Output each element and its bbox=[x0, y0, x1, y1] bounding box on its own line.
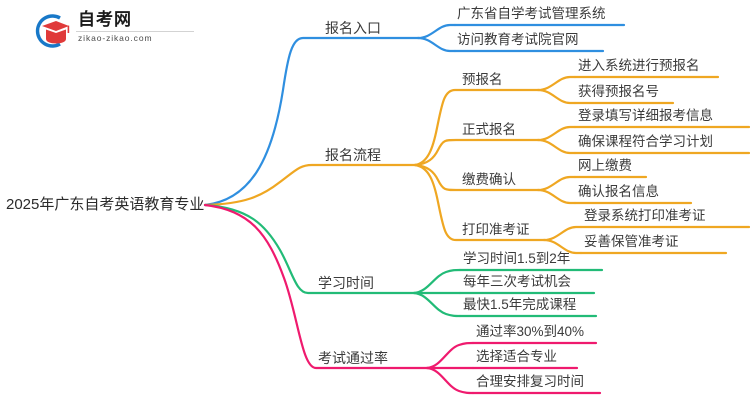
leaf-node-choose-suitable-major[interactable]: 选择适合专业 bbox=[476, 349, 557, 364]
logo-divider bbox=[76, 31, 194, 32]
branch-lines-green bbox=[203, 203, 604, 318]
branch-node-kaoshitongguolv[interactable]: 考试通过率 bbox=[318, 350, 388, 366]
branch-node-xuexishijian[interactable]: 学习时间 bbox=[318, 275, 374, 291]
branch-lines-blue bbox=[203, 23, 626, 207]
subnode-zhengshibaoming[interactable]: 正式报名 bbox=[462, 122, 516, 137]
branch-lines-pink bbox=[203, 203, 602, 395]
logo-site-name: 自考网 bbox=[78, 10, 132, 29]
leaf-node-guangdong-system[interactable]: 广东省自学考试管理系统 bbox=[457, 6, 606, 21]
leaf-node-enter-system-prereg[interactable]: 进入系统进行预报名 bbox=[578, 58, 700, 73]
leaf-node-arrange-review-time[interactable]: 合理安排复习时间 bbox=[476, 374, 584, 389]
leaf-node-confirm-registration-info[interactable]: 确认报名信息 bbox=[578, 184, 659, 199]
leaf-node-fastest-1p5-years[interactable]: 最快1.5年完成课程 bbox=[463, 297, 577, 312]
subnode-dayinzhunkaozheng[interactable]: 打印准考证 bbox=[462, 222, 530, 237]
branch-lines-orange bbox=[203, 75, 750, 255]
leaf-node-visit-official-site[interactable]: 访问教育考试院官网 bbox=[457, 32, 579, 47]
subnode-jiaofeiqueren[interactable]: 缴费确认 bbox=[462, 172, 516, 187]
leaf-node-login-print-admit-card[interactable]: 登录系统打印准考证 bbox=[584, 208, 706, 223]
branch-node-baomingliucheng[interactable]: 报名流程 bbox=[325, 147, 381, 163]
branch-node-baomingrukou[interactable]: 报名入口 bbox=[325, 20, 381, 36]
leaf-node-keep-admit-card-safe[interactable]: 妥善保管准考证 bbox=[584, 234, 679, 249]
logo-text-block: 自考网 zikao-zikao.com bbox=[76, 10, 206, 44]
leaf-node-three-exams-per-year[interactable]: 每年三次考试机会 bbox=[463, 274, 571, 289]
site-logo: 自考网 zikao-zikao.com bbox=[30, 8, 210, 54]
leaf-node-get-prereg-number[interactable]: 获得预报名号 bbox=[578, 84, 659, 99]
mindmap-root-node[interactable]: 2025年广东自考英语教育专业 bbox=[6, 196, 205, 213]
leaf-node-ensure-course-plan[interactable]: 确保课程符合学习计划 bbox=[578, 134, 713, 149]
leaf-node-study-1p5-to-2-years[interactable]: 学习时间1.5到2年 bbox=[463, 251, 571, 266]
leaf-node-online-payment[interactable]: 网上缴费 bbox=[578, 158, 632, 173]
subnode-yubaoming[interactable]: 预报名 bbox=[462, 72, 503, 87]
logo-site-url: zikao-zikao.com bbox=[78, 33, 153, 43]
logo-mark-icon bbox=[35, 14, 70, 48]
leaf-node-pass-rate-30-40[interactable]: 通过率30%到40% bbox=[476, 324, 585, 339]
leaf-node-login-fill-details[interactable]: 登录填写详细报考信息 bbox=[578, 108, 713, 123]
